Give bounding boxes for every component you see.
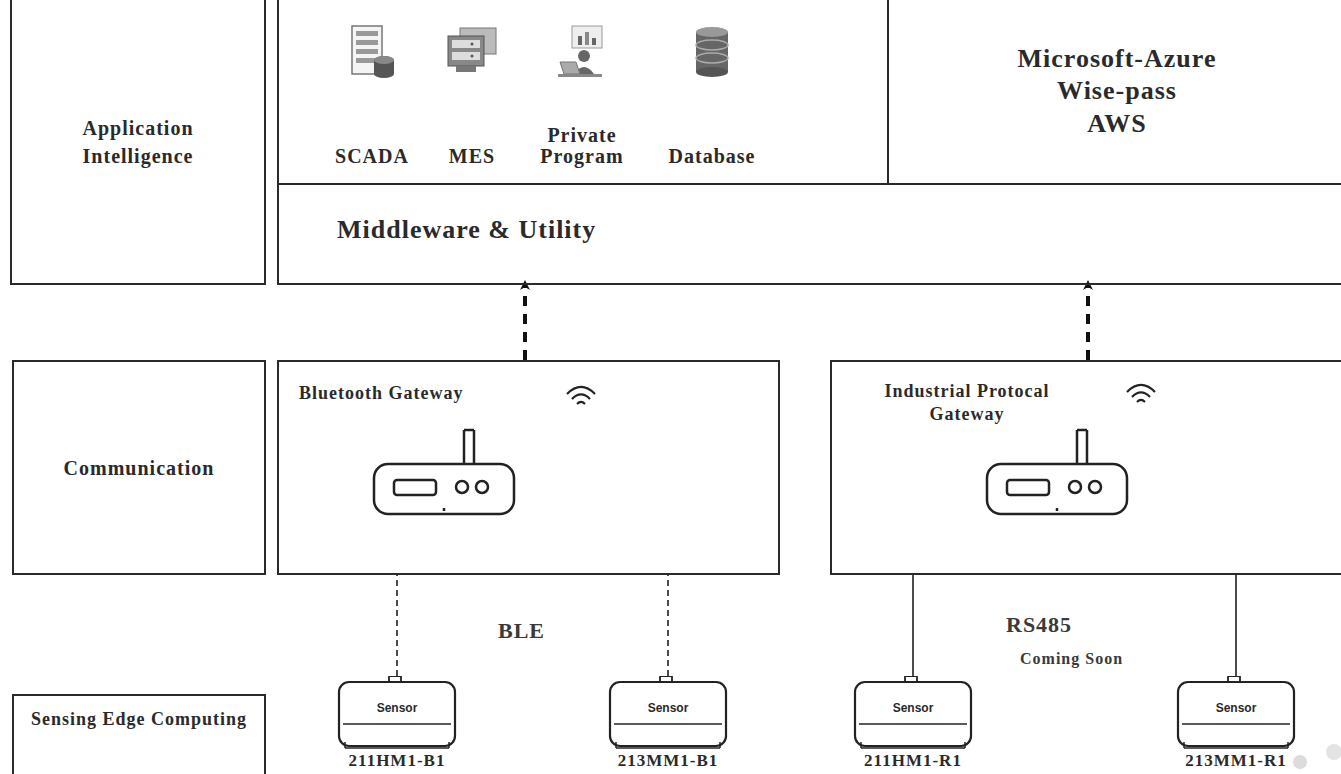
gateway-box: Industrial Protocal Gateway — [830, 360, 1341, 575]
layer-label: Application Intelligence — [10, 0, 266, 285]
data-arrow — [1086, 285, 1090, 360]
link-line — [396, 575, 398, 676]
box-title: Wise-pass — [1057, 75, 1177, 108]
box-title: Microsoft-Azure — [1018, 43, 1217, 76]
box-title: Bluetooth Gateway — [299, 382, 464, 405]
device-label: Sensor — [608, 701, 728, 715]
box-title: AWS — [1087, 108, 1146, 141]
sensor-device: Sensor211HM1-B1 — [337, 676, 457, 750]
cloud-box: Microsoft-AzureWise-passAWS — [887, 0, 1341, 185]
model-number: 211HM1-B1 — [349, 752, 446, 771]
device-label: Sensor — [1176, 701, 1296, 715]
data-arrow — [523, 285, 527, 360]
protocol-label: BLE — [498, 618, 545, 644]
router-icon — [372, 424, 522, 524]
box-title: Communication — [64, 454, 215, 482]
box-title: Middleware & Utility — [337, 213, 596, 247]
gateway-box: Bluetooth Gateway — [277, 360, 780, 575]
sensor-device: Sensor213MM1-B1 — [608, 676, 728, 750]
device-label: Sensor — [337, 701, 457, 715]
box-title: Sensing Edge Computing — [14, 708, 264, 731]
link-line — [667, 575, 669, 676]
sensor-device: Sensor211HM1-R1 — [853, 676, 973, 750]
model-number: 211HM1-R1 — [864, 752, 962, 771]
layer-label: Sensing Edge Computing — [12, 694, 266, 774]
protocol-label: RS485 — [1006, 612, 1072, 638]
mes-icon — [442, 22, 502, 82]
model-number: 213MM1-B1 — [618, 752, 719, 771]
middleware-box: Middleware & Utility — [277, 183, 1341, 285]
wifi-icon — [564, 382, 598, 412]
router-icon — [985, 424, 1135, 524]
deco-dot — [1293, 755, 1307, 769]
link-line — [912, 575, 914, 676]
app-name: MES — [412, 146, 532, 167]
app-name: Private Program — [527, 125, 637, 167]
wifi-icon — [1124, 380, 1158, 410]
box-title: Industrial Protocal Gateway — [862, 380, 1072, 427]
box-title: Application Intelligence — [25, 114, 251, 170]
sensor-device: Sensor213MM1-R1 — [1176, 676, 1296, 750]
prog-icon — [552, 22, 612, 82]
app-name: SCADA — [312, 146, 432, 167]
link-line — [1235, 575, 1237, 676]
model-number: 213MM1-R1 — [1185, 752, 1287, 771]
app-name: Database — [652, 146, 772, 167]
application-box: SCADAMESPrivate ProgramDatabase — [277, 0, 889, 185]
layer-label: Communication — [12, 360, 266, 575]
status-note: Coming Soon — [1020, 650, 1123, 668]
deco-dot — [1326, 744, 1341, 760]
db-icon — [682, 22, 742, 82]
scada-icon — [342, 22, 402, 82]
device-label: Sensor — [853, 701, 973, 715]
